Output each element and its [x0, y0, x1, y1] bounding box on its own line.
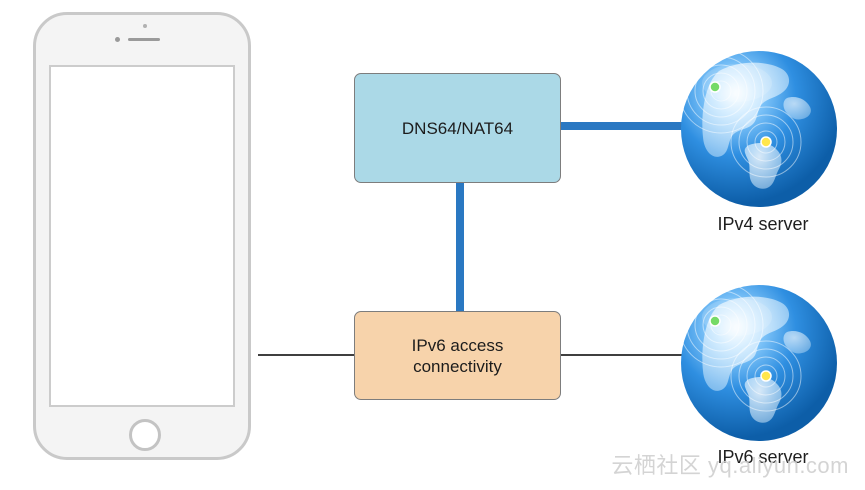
front-camera: [115, 37, 120, 42]
iphone-icon: [33, 12, 251, 460]
ipv6-access-box: IPv6 access connectivity: [354, 311, 561, 400]
ipv4-server-label: IPv4 server: [717, 214, 809, 234]
ipv6-server-label: IPv6 server: [717, 447, 809, 467]
dns64-nat64-label: DNS64/NAT64: [401, 118, 514, 138]
ipv6-access-to-ipv6-server-link: [561, 354, 684, 356]
front-sensor: [143, 24, 147, 28]
earpiece-speaker: [128, 38, 160, 41]
ipv6-access-label: IPv6 access connectivity: [411, 335, 504, 376]
dns64-to-ipv4-server-link: [561, 122, 683, 130]
dns64-to-ipv6-access-link: [456, 183, 464, 311]
phone-to-ipv6-access-link: [258, 354, 354, 356]
home-button: [129, 419, 161, 451]
ipv6-server-globe-icon: [679, 283, 839, 443]
watermark-text: 云栖社区 yq.aliyun.com: [611, 453, 849, 478]
phone-screen: [49, 65, 235, 407]
ipv4-server-globe-icon: [679, 49, 839, 209]
dns64-nat64-box: DNS64/NAT64: [354, 73, 561, 183]
